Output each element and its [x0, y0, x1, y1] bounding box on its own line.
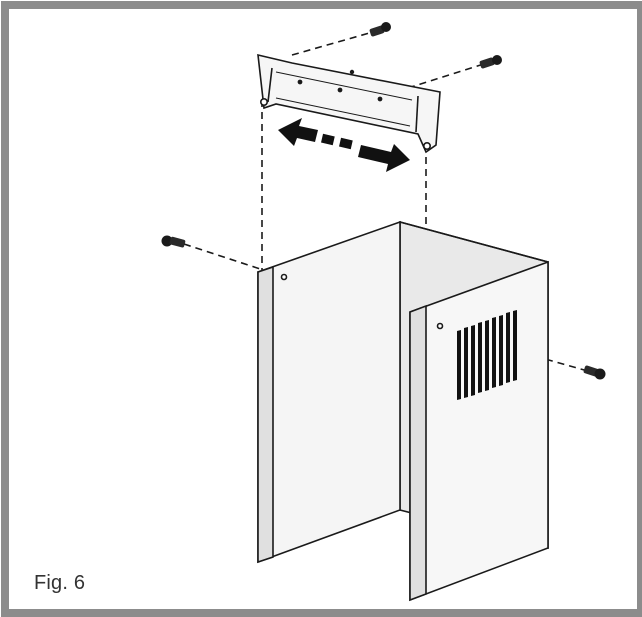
ventilation-slots	[457, 310, 517, 400]
screw-top-right	[479, 55, 502, 69]
mounting-bracket	[257, 53, 441, 154]
alignment-guides	[183, 29, 596, 374]
screw-top-left	[369, 22, 391, 37]
slide-adjust-arrow	[278, 118, 410, 172]
screw-left	[161, 235, 186, 248]
figure-caption: Fig. 6	[34, 572, 86, 594]
screw-right	[583, 365, 606, 380]
